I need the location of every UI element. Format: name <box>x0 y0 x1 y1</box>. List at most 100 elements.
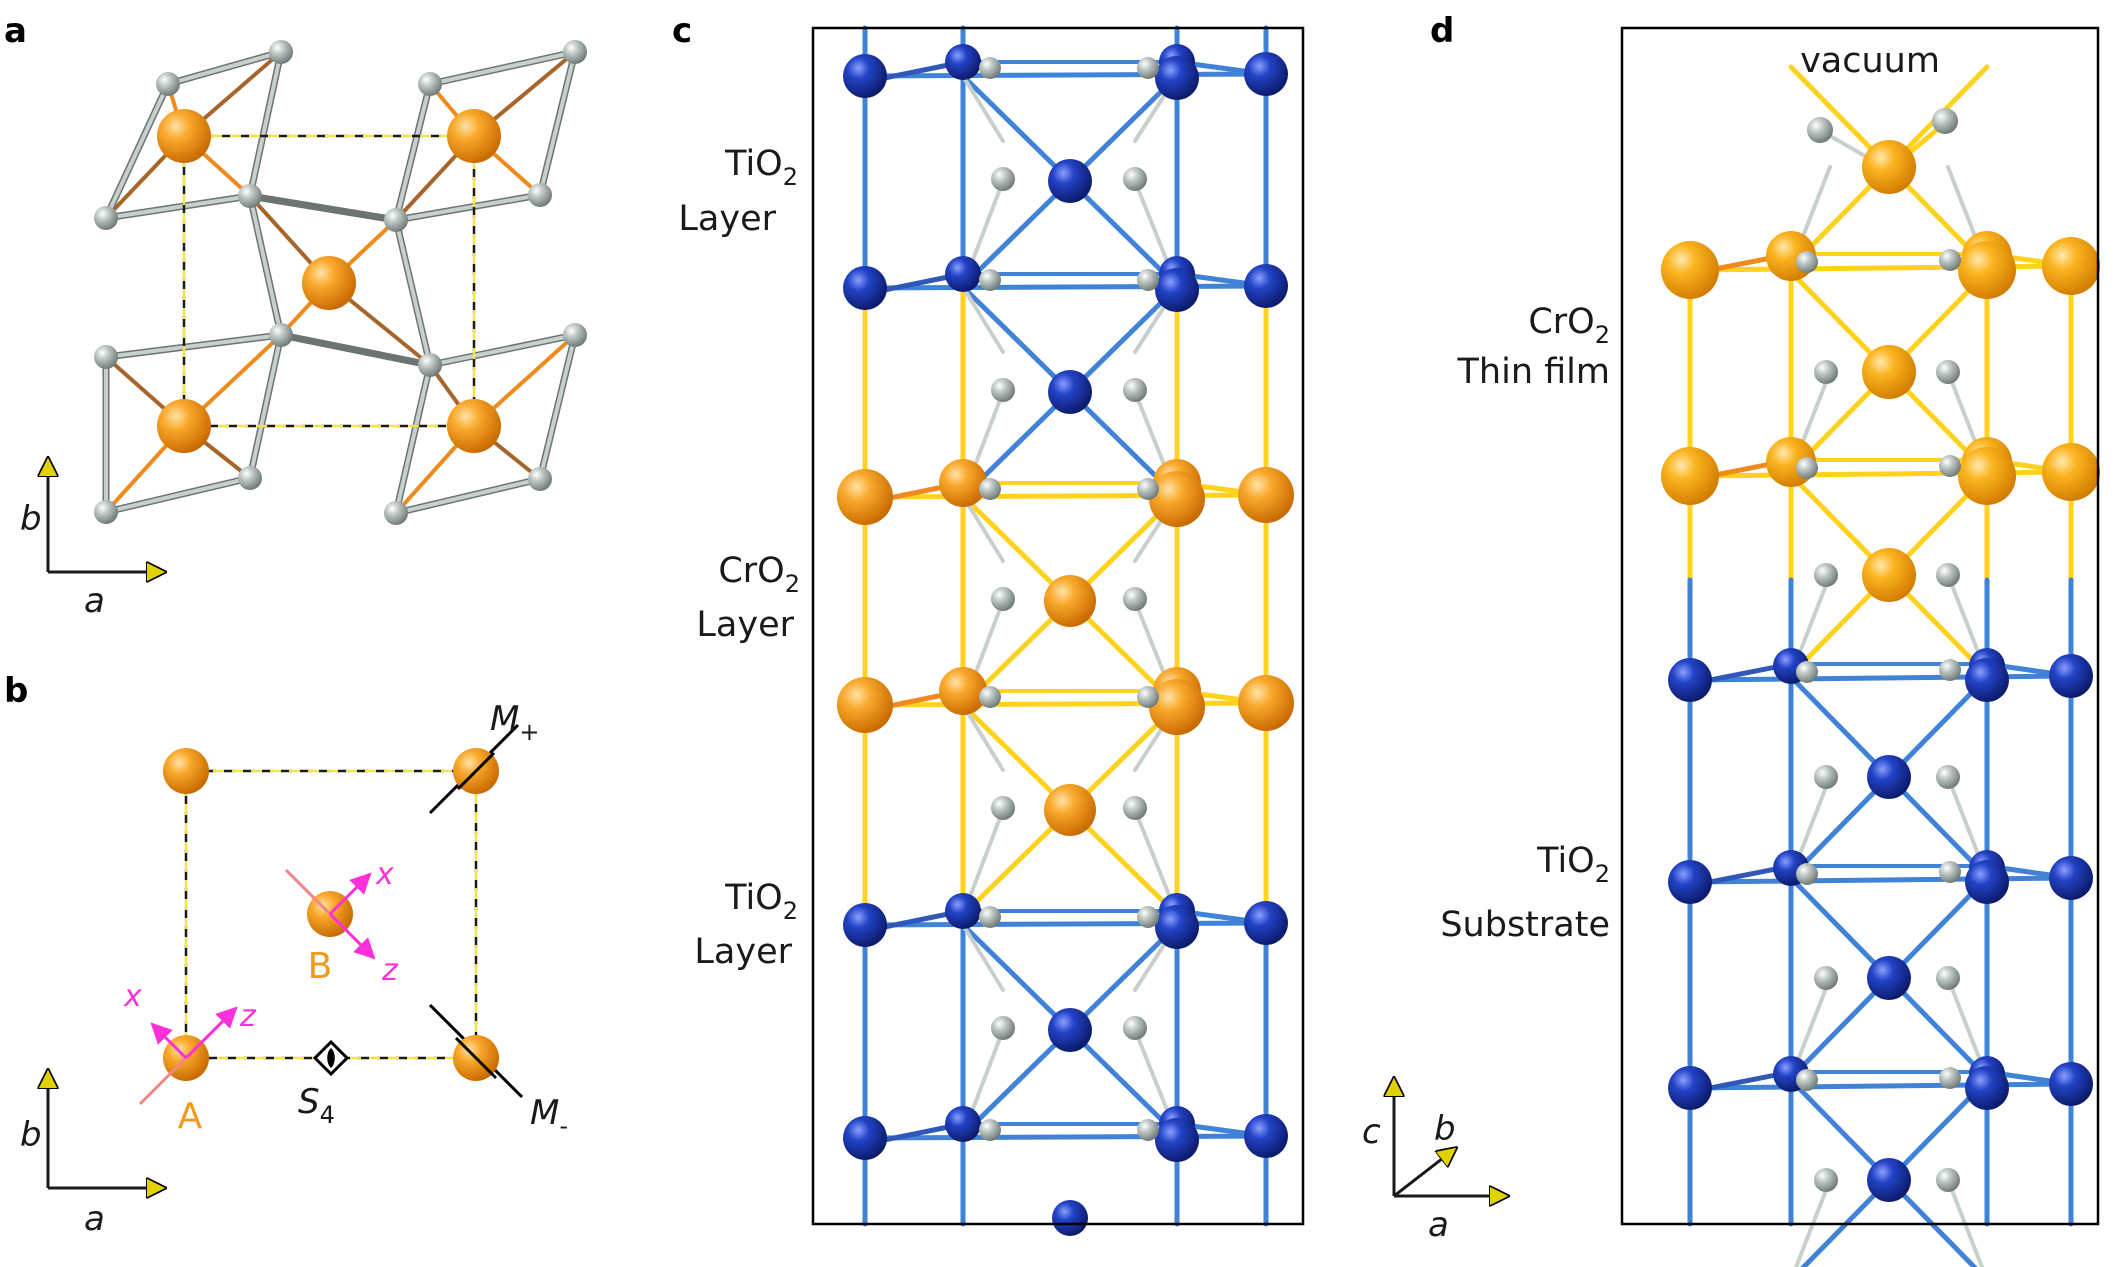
cr-atom <box>447 399 501 453</box>
ti-atom <box>1155 268 1199 312</box>
plane-bond <box>862 492 1269 500</box>
ti-atom <box>1965 658 2009 702</box>
center-bond <box>960 922 1073 1033</box>
o-bond <box>961 74 1005 143</box>
mminus-label: M- <box>530 1093 568 1140</box>
ti-atom <box>1668 1066 1712 1110</box>
o-atom <box>384 501 408 525</box>
o-atom <box>238 466 262 490</box>
o-o-edge <box>104 194 252 220</box>
o-atom <box>1796 1069 1818 1091</box>
plane-bond <box>862 1133 1269 1141</box>
plane-bond <box>862 283 1269 291</box>
o-atom <box>1814 360 1838 384</box>
o-atom <box>1123 167 1147 191</box>
ti-atom <box>1048 159 1092 203</box>
o-atom <box>1796 251 1818 273</box>
o-atom <box>1814 765 1838 789</box>
o-atom <box>1123 587 1147 611</box>
o-o-edge <box>428 50 577 86</box>
o-atom <box>991 378 1015 402</box>
o-atom <box>1123 1016 1147 1040</box>
o-o-edge <box>248 333 283 480</box>
o-atom <box>1814 1168 1838 1192</box>
o-atom <box>418 72 442 96</box>
ti-atom <box>2049 654 2093 698</box>
cr-atom <box>939 459 987 507</box>
o-atom <box>1123 378 1147 402</box>
ti-atom <box>1244 52 1288 96</box>
s4-symmetry-symbol <box>312 1039 350 1077</box>
o-atom <box>156 72 180 96</box>
o-atom <box>1939 861 1961 883</box>
ti-atom <box>1867 1158 1911 1202</box>
cr-atom <box>163 748 209 794</box>
o-atom <box>1939 249 1961 271</box>
layer-label-bottom: TiO2 <box>724 878 798 925</box>
cr-atom <box>447 109 501 163</box>
o-atom <box>1123 796 1147 820</box>
panel-a-axes: b a <box>20 458 165 621</box>
ti-atom <box>945 1106 981 1142</box>
o-atom <box>1936 360 1960 384</box>
ti-atom <box>1244 901 1288 945</box>
film-label-line2: Thin film <box>1457 352 1610 392</box>
panel-d-letter: d <box>1430 11 1454 51</box>
center-bond <box>1067 178 1180 289</box>
center-bond <box>960 178 1073 289</box>
cr-atom <box>939 667 987 715</box>
cr-atom <box>1044 575 1096 627</box>
o-atom <box>1939 455 1961 477</box>
ti-atom <box>1048 1008 1092 1052</box>
o-o-edge <box>246 192 400 224</box>
center-bond <box>1788 1077 1892 1183</box>
o-atom <box>1936 1168 1960 1192</box>
film-label: CrO2 <box>1528 302 1610 349</box>
o-o-edge <box>104 333 283 359</box>
cr-atom <box>302 256 356 310</box>
panel-d-bonds <box>1687 64 2074 1267</box>
cr-atom <box>1661 447 1719 505</box>
cr-atom <box>1044 784 1096 836</box>
local-z-label-b: z <box>381 953 399 988</box>
cr-atom <box>1238 467 1294 523</box>
cr-atom <box>1149 471 1205 527</box>
ti-atom <box>1155 56 1199 100</box>
o-o-edge <box>394 193 542 222</box>
local-x-arrow-b <box>328 872 372 916</box>
cr-atom <box>157 109 211 163</box>
cr-atom <box>1862 345 1916 399</box>
o-atom <box>991 1016 1015 1040</box>
ti-atom <box>843 1116 887 1160</box>
panel-d-atoms <box>1661 108 2100 1202</box>
o-bond <box>1946 1178 1985 1267</box>
cr-atom <box>1958 241 2016 299</box>
o-atom <box>991 796 1015 820</box>
cr-atom <box>2042 237 2100 295</box>
panel-a: a b a <box>4 11 587 621</box>
o-o-edge <box>394 363 432 515</box>
ti-atom <box>2049 1062 2093 1106</box>
ti-atom <box>1244 1114 1288 1158</box>
plane-bond <box>1687 875 2074 885</box>
unit-cell-outline-yellow <box>182 134 476 428</box>
o-o-edge <box>394 477 542 515</box>
axis-label-c: c <box>1362 1112 1381 1152</box>
o-o-edge <box>277 331 434 369</box>
local-z-label-a: z <box>239 999 257 1034</box>
o-atom <box>979 686 1001 708</box>
center-bond <box>1788 975 1892 1081</box>
site-label-a: A <box>178 1096 203 1137</box>
mirror-line-minus-overlay <box>454 1036 498 1080</box>
ti-atom <box>1048 370 1092 414</box>
panel-a-bonds <box>102 48 579 517</box>
local-z-arrow-a <box>184 1006 238 1060</box>
ti-atom <box>1965 1066 2009 1110</box>
panel-b-axes: b a <box>20 1070 165 1239</box>
o-atom <box>1137 57 1159 79</box>
o-atom <box>1796 661 1818 683</box>
o-atom <box>269 323 293 347</box>
o-o-edge <box>538 333 577 481</box>
cr-atom <box>1958 447 2016 505</box>
